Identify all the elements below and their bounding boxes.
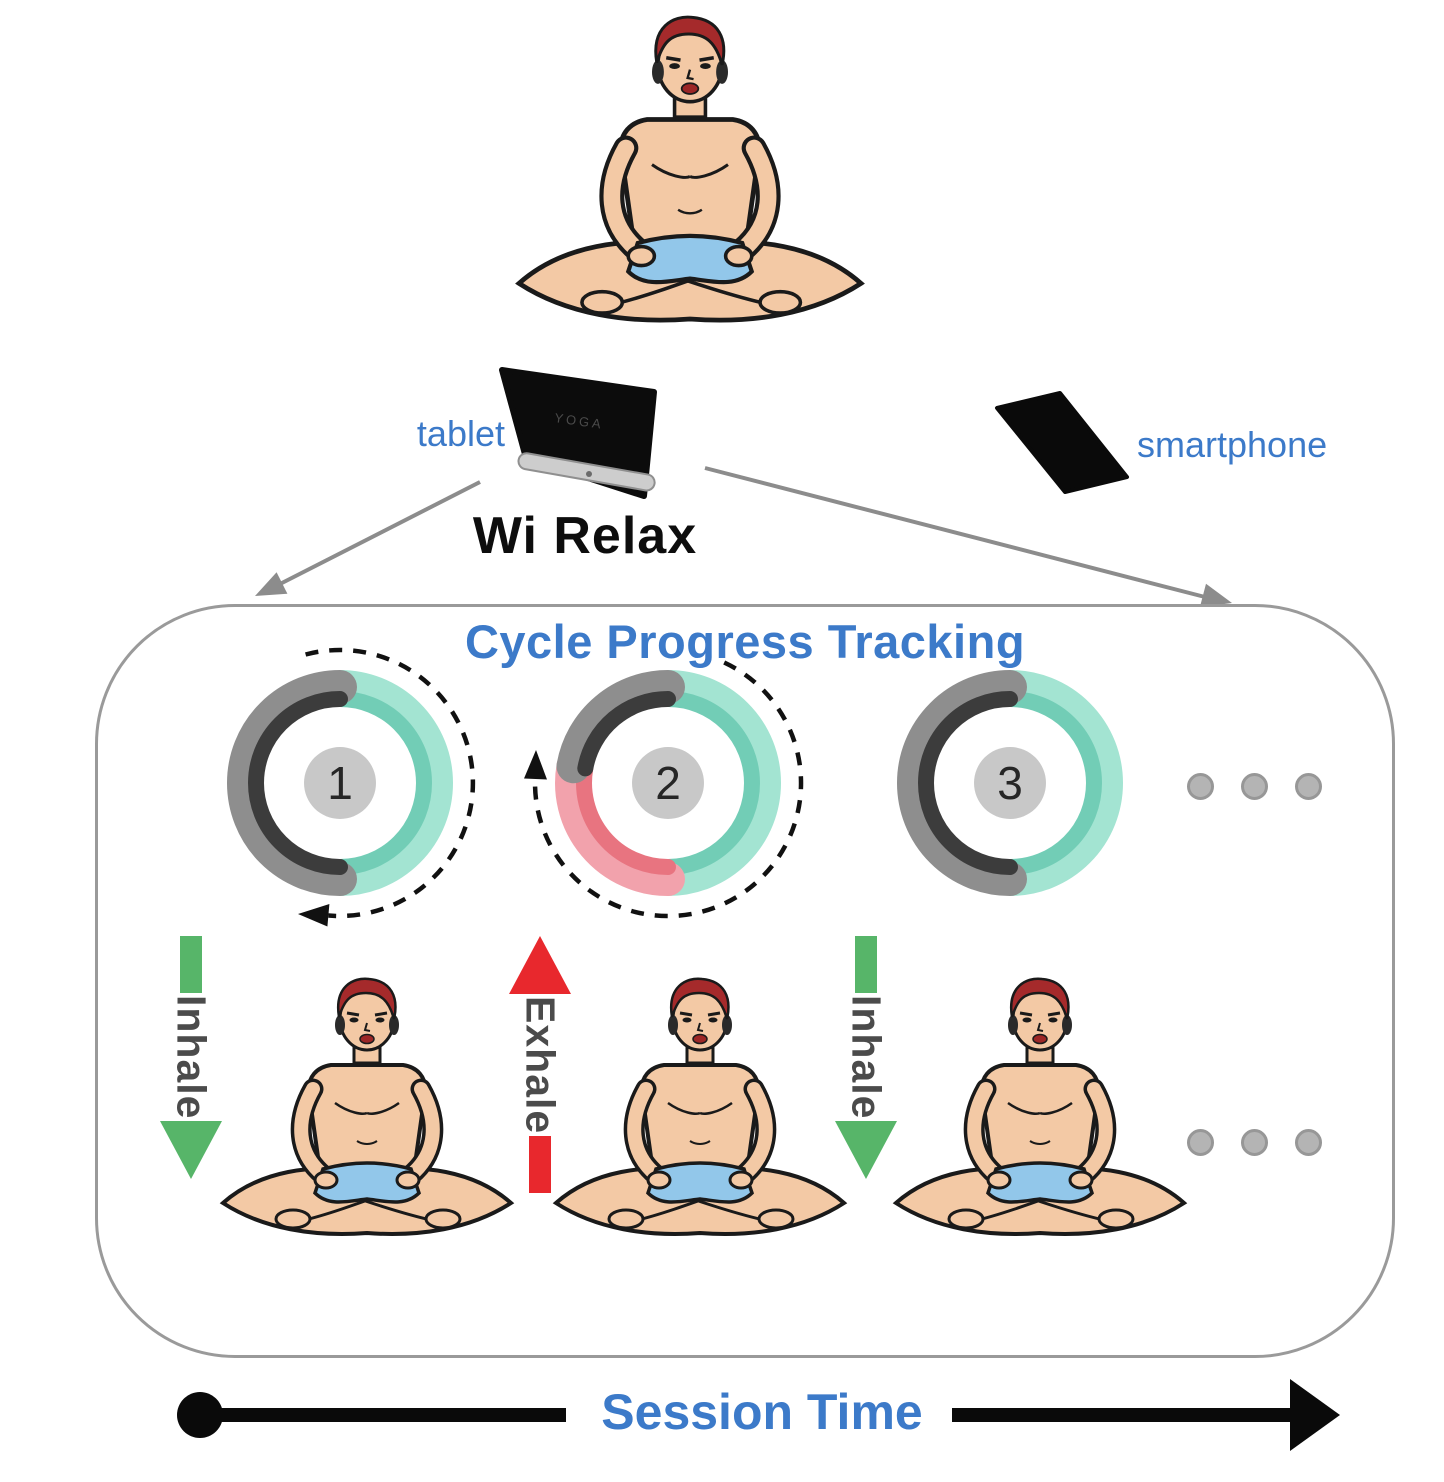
tablet-logo: YOGA	[554, 410, 605, 432]
ellipsis-dot	[1187, 773, 1214, 800]
timeline-line-right	[952, 1408, 1294, 1422]
connector-arrowhead-left	[255, 572, 288, 596]
meditating-user-illustration	[500, 10, 880, 343]
up-arrowhead-icon	[509, 936, 571, 994]
dashed-arrowhead	[524, 750, 547, 780]
inhale-arrow-1: Inhale	[159, 936, 223, 1180]
timeline-start-dot	[177, 1392, 223, 1438]
cycle-number-badge	[632, 747, 704, 819]
inhale-arrow-shaft	[855, 936, 877, 993]
cycle-ring-3: 3	[897, 670, 1123, 896]
cycle-number-badge	[304, 747, 376, 819]
ellipsis-dot	[1241, 773, 1268, 800]
cycle-ring-2: 2	[524, 660, 804, 919]
down-arrowhead-icon	[160, 1121, 222, 1180]
cycle-number: 1	[327, 757, 353, 809]
ellipsis-dot	[1241, 1129, 1268, 1156]
inhale-arrow-2: Inhale	[834, 936, 898, 1180]
timeline-arrowhead-icon	[1290, 1379, 1340, 1451]
cycle-number-badge	[974, 747, 1046, 819]
more-cycles-ellipsis-top	[1187, 773, 1322, 800]
inhale-label: Inhale	[843, 995, 890, 1120]
ellipsis-dot	[1295, 1129, 1322, 1156]
cycle-ring-1: 1	[227, 647, 476, 927]
ellipsis-dot	[1295, 773, 1322, 800]
cycle-number: 2	[655, 757, 681, 809]
panel-title: Cycle Progress Tracking	[464, 615, 1026, 668]
exhale-label: Exhale	[517, 996, 564, 1135]
smartphone-icon	[995, 391, 1129, 494]
meditator-cycle-3	[880, 973, 1200, 1253]
timeline-label: Session Time	[601, 1384, 923, 1440]
down-arrowhead-icon	[835, 1121, 897, 1180]
tablet-icon: YOGA	[499, 367, 657, 499]
timeline-line-left	[218, 1408, 566, 1422]
tablet-label: tablet	[416, 413, 505, 454]
ellipsis-dot	[1187, 1129, 1214, 1156]
inhale-label: Inhale	[168, 995, 215, 1120]
dashed-direction-arc	[305, 647, 476, 919]
exhale-arrow: Exhale	[508, 936, 572, 1194]
exhale-arrow-shaft	[529, 1136, 551, 1194]
dashed-direction-arc	[532, 660, 804, 919]
meditator-cycle-1	[207, 973, 527, 1253]
inhale-arrow-shaft	[180, 936, 202, 993]
app-name: Wi Relax	[472, 507, 698, 565]
smartphone-label: smartphone	[1137, 424, 1328, 465]
dashed-arrowhead	[298, 904, 330, 927]
meditator-cycle-2	[540, 973, 860, 1253]
cycle-number: 3	[997, 757, 1023, 809]
more-cycles-ellipsis-bottom	[1187, 1129, 1322, 1156]
